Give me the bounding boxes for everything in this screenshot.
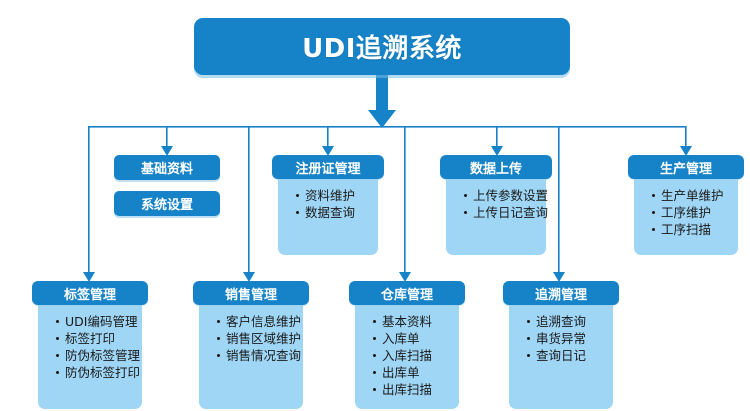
list-item[interactable]: 上传参数设置 — [464, 187, 548, 204]
list-item[interactable]: 工序扫描 — [652, 221, 738, 238]
card-production-management-items: 生产单维护 工序维护 工序扫描 — [634, 171, 738, 238]
card-data-upload-body: 上传参数设置 上传日记查询 — [446, 171, 548, 255]
drop-line-register — [327, 126, 329, 150]
list-item[interactable]: 基本资料 — [373, 313, 459, 330]
card-warehouse-management-title: 仓库管理 — [349, 281, 465, 305]
card-trace-management-title: 追溯管理 — [503, 281, 619, 305]
card-registration-management-items: 资料维护 数据查询 — [278, 171, 378, 221]
card-data-upload-title: 数据上传 — [440, 155, 552, 179]
list-item[interactable]: 资料维护 — [296, 187, 378, 204]
arrow-production — [680, 146, 692, 156]
card-label-management-body: UDI编码管理 标签打印 防伪标签管理 防伪标签打印 — [38, 297, 142, 409]
card-registration-management-title: 注册证管理 — [272, 155, 384, 179]
trunk-arrowhead — [368, 110, 396, 128]
node-system-settings[interactable]: 系统设置 — [114, 191, 220, 216]
card-trace-management-body: 追溯查询 串货异常 查询日记 — [509, 297, 613, 409]
card-warehouse-management[interactable]: 仓库管理 基本资料 入库单 入库扫描 出库单 出库扫描 — [349, 281, 465, 409]
divider-line-5 — [685, 126, 687, 150]
trunk-line — [376, 75, 388, 113]
arrow-upload — [491, 146, 503, 156]
node-system-settings-label: 系统设置 — [140, 198, 193, 213]
card-label-management-items: UDI编码管理 标签打印 防伪标签管理 防伪标签打印 — [38, 297, 142, 381]
list-item[interactable]: 防伪标签管理 — [56, 347, 142, 364]
card-production-management[interactable]: 生产管理 生产单维护 工序维护 工序扫描 — [628, 155, 744, 255]
divider-line-4 — [558, 126, 560, 276]
card-trace-management-items: 追溯查询 串货异常 查询日记 — [509, 297, 613, 364]
list-item[interactable]: 销售区域维护 — [217, 330, 303, 347]
drop-line-basic — [166, 126, 168, 150]
list-item[interactable]: 上传日记查询 — [464, 204, 548, 221]
card-sales-management[interactable]: 销售管理 客户信息维护 销售区域维护 销售情况查询 — [193, 281, 309, 409]
list-item[interactable]: 客户信息维护 — [217, 313, 303, 330]
divider-line-1 — [88, 126, 90, 276]
card-production-management-title: 生产管理 — [628, 155, 744, 179]
list-item[interactable]: 入库单 — [373, 330, 459, 347]
card-label-management-title: 标签管理 — [32, 281, 148, 305]
card-sales-management-items: 客户信息维护 销售区域维护 销售情况查询 — [199, 297, 303, 364]
root-title-box[interactable]: UDI追溯系统 — [194, 18, 570, 75]
card-warehouse-management-items: 基本资料 入库单 入库扫描 出库单 出库扫描 — [355, 297, 459, 398]
arrow-basic — [161, 146, 173, 156]
node-basic-data-label: 基础资料 — [140, 162, 193, 177]
card-trace-management[interactable]: 追溯管理 追溯查询 串货异常 查询日记 — [503, 281, 619, 409]
arrow-warehouse — [399, 272, 411, 282]
list-item[interactable]: 串货异常 — [527, 330, 613, 347]
card-sales-management-title: 销售管理 — [193, 281, 309, 305]
drop-line-upload — [496, 126, 498, 150]
divider-line-3 — [404, 126, 406, 276]
list-item[interactable]: 数据查询 — [296, 204, 378, 221]
list-item[interactable]: 出库单 — [373, 364, 459, 381]
card-production-management-body: 生产单维护 工序维护 工序扫描 — [634, 171, 738, 255]
card-data-upload-items: 上传参数设置 上传日记查询 — [446, 171, 548, 221]
list-item[interactable]: 入库扫描 — [373, 347, 459, 364]
list-item[interactable]: 追溯查询 — [527, 313, 613, 330]
card-warehouse-management-body: 基本资料 入库单 入库扫描 出库单 出库扫描 — [355, 297, 459, 409]
arrow-trace — [553, 272, 565, 282]
page-title: UDI追溯系统 — [302, 34, 462, 64]
list-item[interactable]: 查询日记 — [527, 347, 613, 364]
arrow-register — [322, 146, 334, 156]
card-label-management[interactable]: 标签管理 UDI编码管理 标签打印 防伪标签管理 防伪标签打印 — [32, 281, 148, 409]
card-registration-management-body: 资料维护 数据查询 — [278, 171, 378, 255]
card-registration-management[interactable]: 注册证管理 资料维护 数据查询 — [272, 155, 384, 255]
node-basic-data[interactable]: 基础资料 — [114, 155, 220, 180]
bus-line — [88, 126, 686, 128]
list-item[interactable]: 出库扫描 — [373, 381, 459, 398]
list-item[interactable]: 生产单维护 — [652, 187, 738, 204]
divider-line-2 — [248, 126, 250, 276]
list-item[interactable]: 防伪标签打印 — [56, 364, 142, 381]
card-sales-management-body: 客户信息维护 销售区域维护 销售情况查询 — [199, 297, 303, 409]
arrow-label — [83, 272, 95, 282]
list-item[interactable]: 工序维护 — [652, 204, 738, 221]
card-data-upload[interactable]: 数据上传 上传参数设置 上传日记查询 — [440, 155, 552, 255]
list-item[interactable]: 标签打印 — [56, 330, 142, 347]
list-item[interactable]: 销售情况查询 — [217, 347, 303, 364]
list-item[interactable]: UDI编码管理 — [56, 313, 142, 330]
arrow-sales — [243, 272, 255, 282]
